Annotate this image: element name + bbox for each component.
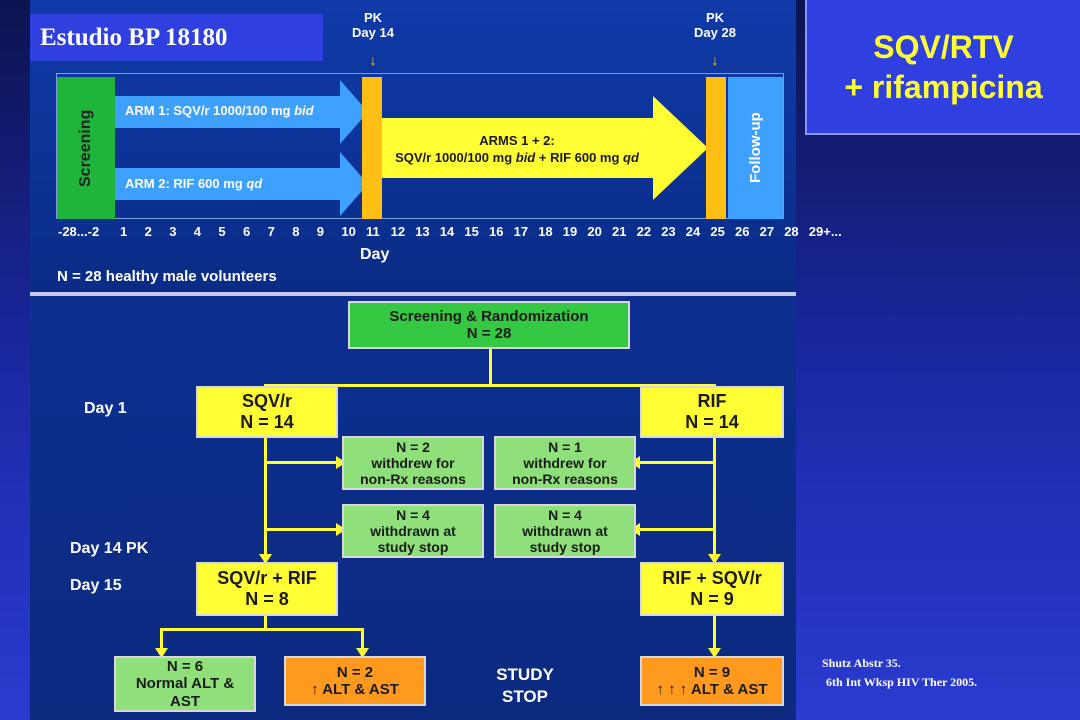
day-tick-label: 19 bbox=[562, 224, 578, 239]
connector bbox=[160, 628, 364, 631]
pk-day14-label: PK Day 14 bbox=[352, 10, 394, 40]
arm1-arrow bbox=[115, 80, 368, 144]
slide-title-line2: + rifampicina bbox=[844, 68, 1043, 105]
day-tick-label: 2 bbox=[144, 224, 152, 239]
connector bbox=[264, 438, 267, 562]
day-tick-label: 10 bbox=[341, 224, 356, 239]
day-tick-label: 18 bbox=[538, 224, 553, 239]
day-tick-label: 9 bbox=[316, 224, 325, 239]
day-tick-label: 29+... bbox=[808, 224, 842, 239]
slide-title-box: SQV/RTV + rifampicina bbox=[805, 0, 1080, 135]
connector bbox=[713, 616, 716, 652]
withdrawn-stop-right-box: N = 4 withdrawn at study stop bbox=[494, 504, 636, 558]
rif-sqvr-box: RIF + SQV/r N = 9 bbox=[640, 562, 784, 616]
connector bbox=[160, 628, 163, 652]
pk-day14-bar bbox=[362, 77, 382, 219]
withdrew-left-box: N = 2 withdrew for non-Rx reasons bbox=[342, 436, 484, 490]
sqvr-rif-box: SQV/r + RIF N = 8 bbox=[196, 562, 338, 616]
day-tick-label: 11 bbox=[366, 224, 380, 239]
withdrawn-stop-left-box: N = 4 withdrawn at study stop bbox=[342, 504, 484, 558]
connector bbox=[264, 528, 336, 531]
day-tick-label: -28...-2 bbox=[58, 224, 100, 239]
pk-day28-arrow-icon: ↓ bbox=[711, 52, 719, 68]
connector bbox=[640, 461, 715, 464]
connector bbox=[264, 616, 267, 630]
timeline-arrows bbox=[115, 80, 708, 216]
withdrew-right-box: N = 1 withdrew for non-Rx reasons bbox=[494, 436, 636, 490]
day-tick-label: 5 bbox=[218, 224, 226, 239]
day14pk-label: Day 14 PK bbox=[70, 540, 149, 557]
day-tick-label: 8 bbox=[292, 224, 300, 239]
followup-bar: Follow-up bbox=[728, 77, 783, 219]
day-tick-label: 16 bbox=[489, 224, 504, 239]
day-tick-label: 6 bbox=[243, 224, 251, 239]
arm1-label: ARM 1: SQV/r 1000/100 mg bid bbox=[125, 103, 314, 118]
arm2-arrow bbox=[115, 152, 368, 216]
timeline-frame bbox=[56, 73, 784, 219]
arms12-label: ARMS 1 + 2: SQV/r 1000/100 mg bid + RIF … bbox=[395, 133, 639, 165]
day1-label: Day 1 bbox=[84, 400, 127, 417]
day-tick-label: 21 bbox=[612, 224, 627, 239]
pk-day28-bar bbox=[706, 77, 726, 219]
day-tick-label: 14 bbox=[439, 224, 455, 239]
elevated-alt-ast-box-n9: N = 9 ↑ ↑ ↑ ALT & AST bbox=[640, 656, 784, 706]
day-tick-label: 27 bbox=[759, 224, 775, 239]
connector bbox=[713, 438, 716, 562]
volunteers-note: N = 28 healthy male volunteers bbox=[57, 268, 277, 285]
connector bbox=[489, 347, 492, 387]
timeline-figure: Estudio BP 18180 PK Day 14 ↓ PK Day 28 ↓… bbox=[30, 0, 842, 292]
study-stop-label: STUDY STOP bbox=[496, 665, 554, 706]
elevated-alt-ast-box-n2: N = 2 ↑ ALT & AST bbox=[284, 656, 426, 706]
arm2-label: ARM 2: RIF 600 mg qd bbox=[125, 176, 263, 191]
normal-alt-ast-box: N = 6 Normal ALT & AST bbox=[114, 656, 256, 712]
day-tick-label: 23 bbox=[661, 224, 676, 239]
day-tick-label: 7 bbox=[267, 224, 275, 239]
arms12-arrow bbox=[382, 96, 708, 200]
rif-box: RIF N = 14 bbox=[640, 386, 784, 438]
day-tick-label: 22 bbox=[636, 224, 652, 239]
citation: Shutz Abstr 35. 6th Int Wksp HIV Ther 20… bbox=[822, 656, 978, 689]
day-tick-label: 12 bbox=[390, 224, 406, 239]
divider bbox=[30, 292, 796, 296]
day-tick-label: 26 bbox=[735, 224, 750, 239]
pk-day14-arrow-icon: ↓ bbox=[369, 52, 377, 68]
screening-randomization-box: Screening & Randomization N = 28 bbox=[348, 301, 630, 349]
connector bbox=[264, 461, 336, 464]
connector bbox=[264, 384, 716, 387]
day-tick-label: 28 bbox=[784, 224, 799, 239]
connector bbox=[640, 528, 715, 531]
day-tick-label: 3 bbox=[169, 224, 177, 239]
day-tick-label: 24 bbox=[685, 224, 701, 239]
study-figure: Estudio BP 18180 PK Day 14 ↓ PK Day 28 ↓… bbox=[30, 0, 842, 720]
flowchart: Screening & Randomization N = 28 Day 1 D… bbox=[30, 296, 796, 720]
day-axis-label: Day bbox=[360, 246, 390, 263]
day-tick-label: 20 bbox=[587, 224, 602, 239]
slide-title-line1: SQV/RTV bbox=[873, 28, 1014, 65]
day-tick-label: 1 bbox=[120, 224, 128, 239]
pk-day28-label: PK Day 28 bbox=[694, 10, 736, 40]
connector bbox=[361, 628, 364, 652]
day-tick-label: 25 bbox=[710, 224, 725, 239]
day-tick-label: 17 bbox=[513, 224, 529, 239]
day15-label: Day 15 bbox=[70, 577, 122, 594]
day-tick-label: 4 bbox=[193, 224, 202, 239]
study-label: Estudio BP 18180 bbox=[30, 14, 323, 61]
day-tick-label: 15 bbox=[464, 224, 479, 239]
day-tick-label: 13 bbox=[415, 224, 430, 239]
sqvr-box: SQV/r N = 14 bbox=[196, 386, 338, 438]
